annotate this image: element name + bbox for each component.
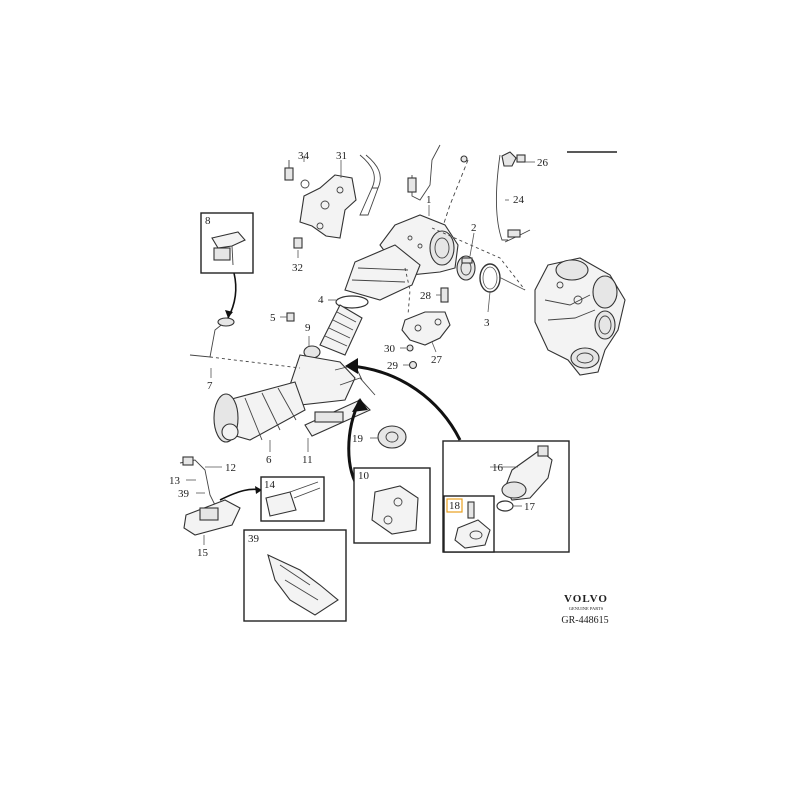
- callout-24: 24: [513, 194, 525, 206]
- particulate-filter: [213, 354, 356, 443]
- callout-13: 13: [169, 475, 181, 487]
- callout-26: 26: [537, 157, 549, 169]
- callout-15: 15: [197, 547, 209, 559]
- callout-32: 32: [292, 262, 303, 274]
- bracket-27: [401, 311, 451, 346]
- callout-4: 4: [318, 294, 324, 306]
- detail-box-8: [200, 212, 254, 274]
- callout-19: 19: [352, 433, 364, 445]
- sensor-module-15: [183, 499, 241, 536]
- callout-31: 31: [336, 150, 347, 162]
- callout-7: 7: [207, 380, 213, 392]
- bolt-34: [284, 160, 310, 189]
- callout-11: 11: [302, 454, 313, 466]
- volvo-logo: VOLVO: [564, 593, 608, 605]
- detail-box-39: [243, 529, 347, 622]
- callout-2: 2: [471, 222, 477, 234]
- callout-12: 12: [225, 462, 236, 474]
- callout-1: 1: [426, 194, 432, 206]
- callout-16: 16: [492, 462, 504, 474]
- gasket-3: [479, 263, 501, 293]
- diagram-reference: GR-448615: [561, 615, 608, 626]
- callout-27: 27: [431, 354, 443, 366]
- detail-box-14: [260, 476, 325, 522]
- detail-box-10: [353, 467, 431, 544]
- callout-6: 6: [266, 454, 272, 466]
- callout-39-box: 39: [248, 533, 260, 545]
- detail-box-18: [443, 495, 495, 553]
- callout-39-main: 39: [178, 488, 190, 500]
- flex-pipe: [303, 304, 363, 359]
- bolt-32: [293, 237, 303, 249]
- catalytic-converter: [344, 214, 459, 301]
- callout-34: 34: [298, 150, 310, 162]
- callout-29: 29: [387, 360, 399, 372]
- grommet-19: [377, 425, 407, 449]
- callout-18: 18: [449, 500, 461, 512]
- callout-28: 28: [420, 290, 432, 302]
- callout-14: 14: [264, 479, 276, 491]
- callout-17: 17: [524, 501, 536, 513]
- callout-3: 3: [484, 317, 490, 329]
- turbocharger: [534, 257, 626, 376]
- heat-shield-bracket: [299, 154, 381, 239]
- callout-9: 9: [305, 322, 311, 334]
- clamp-2: [456, 255, 476, 281]
- callout-10: 10: [358, 470, 370, 482]
- callout-8: 8: [205, 215, 211, 227]
- brand-tagline: GENUINE PARTS: [569, 606, 604, 611]
- callout-30: 30: [384, 343, 396, 355]
- sensor-26: [501, 151, 526, 167]
- callout-5: 5: [270, 312, 276, 324]
